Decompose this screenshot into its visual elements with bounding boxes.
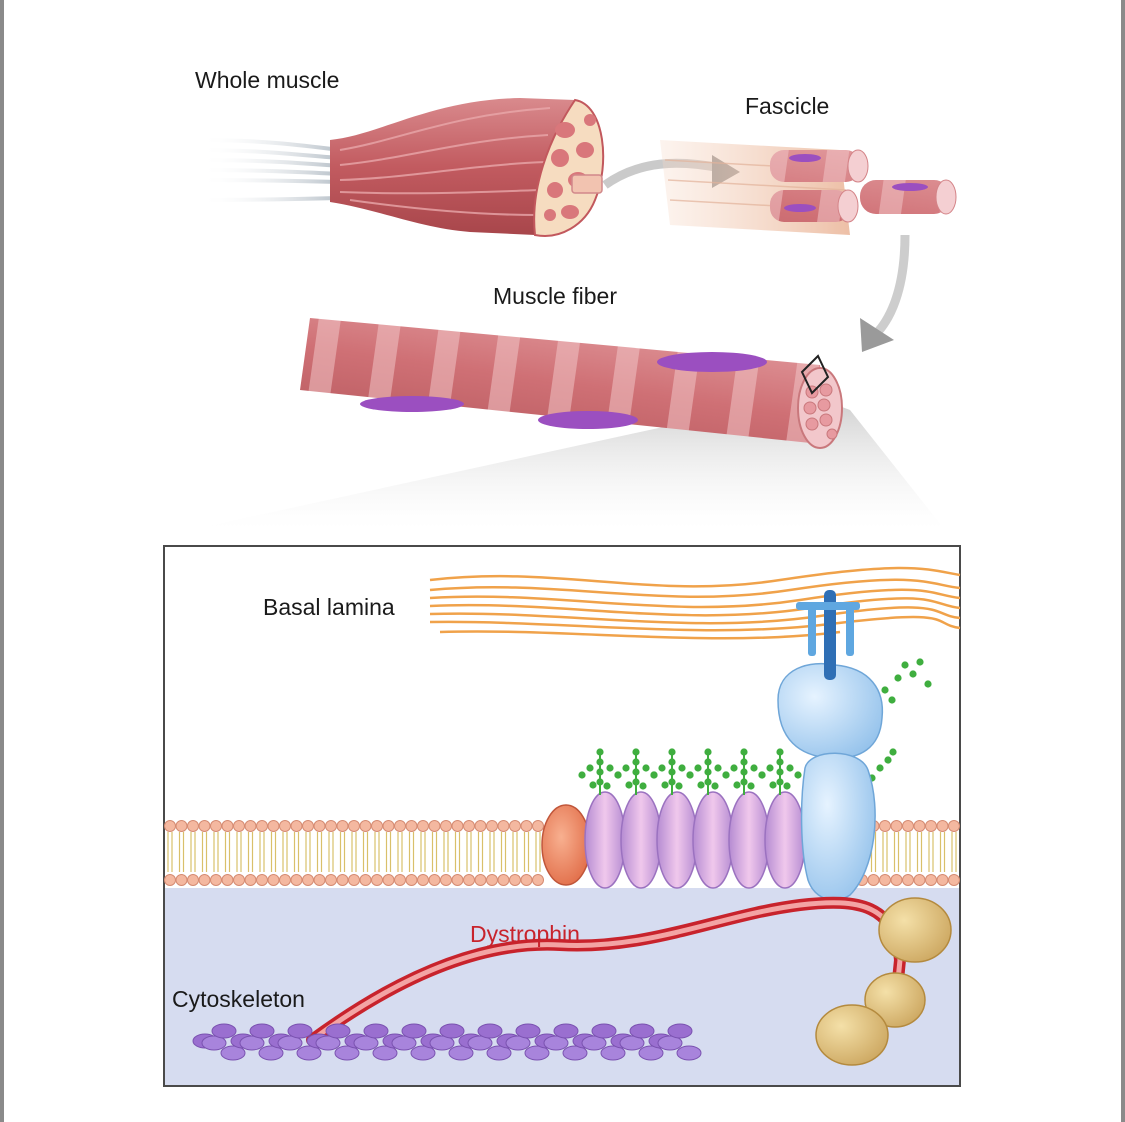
label-basal-lamina: Basal lamina <box>263 594 395 620</box>
actin-filament <box>192 1023 702 1061</box>
sarcoglycan-complex <box>584 791 806 889</box>
label-fascicle: Fascicle <box>745 93 829 119</box>
dystroglycan-complex <box>777 590 884 901</box>
glycan-chains <box>578 658 932 795</box>
label-whole-muscle: Whole muscle <box>195 67 339 93</box>
muscle-fiber-illustration <box>300 318 843 449</box>
lipid-bilayer <box>164 820 960 886</box>
sarcospan-protein <box>541 804 591 886</box>
label-muscle-fiber: Muscle fiber <box>493 283 617 309</box>
whole-muscle-illustration <box>199 98 605 237</box>
basal-lamina-fibers <box>429 566 961 640</box>
arrow-to-fiber <box>871 234 910 339</box>
label-cytoskeleton: Cytoskeleton <box>172 986 305 1012</box>
label-dystrophin: Dystrophin <box>470 921 580 947</box>
dystrophin-molecule <box>306 896 907 1046</box>
syntrophin-proteins <box>815 897 952 1066</box>
fascicle-illustration <box>660 140 957 235</box>
arrow-to-fiber-head <box>860 318 894 352</box>
membrane-inset-panel: Basal lamina Dystrophin Cytoskeleton <box>163 545 961 1087</box>
